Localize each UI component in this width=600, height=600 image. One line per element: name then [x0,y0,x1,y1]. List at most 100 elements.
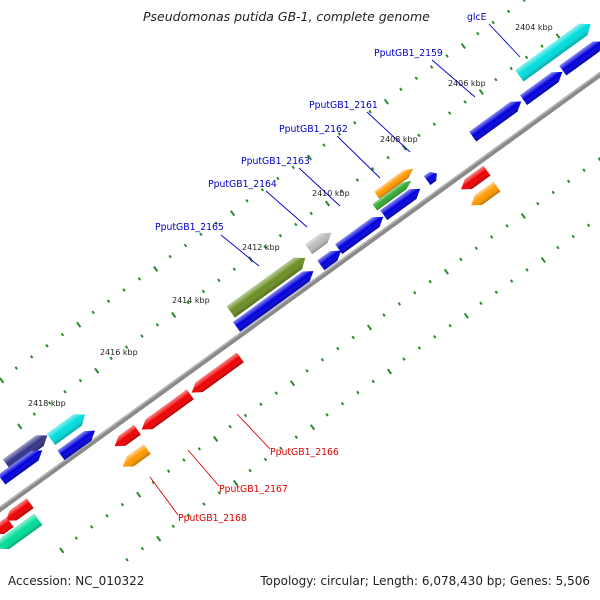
scale-dot [166,469,171,473]
scale-dot [217,491,222,495]
scale-dot [171,311,177,318]
gene-arrow [2,435,48,470]
scale-dot [74,536,78,540]
scale-dot [89,525,94,529]
scale-dot [525,268,529,272]
scale-dot [555,33,561,40]
scale-dot [232,267,236,271]
gene-arrow [57,430,96,461]
genome-summary-text: Topology: circular; Length: 6,078,430 bp… [260,574,590,588]
scale-dot [263,457,268,462]
scale-dot [459,257,463,262]
scale-dot [45,343,49,348]
scale-dot [305,369,309,373]
gene-label-reverse: PputGB1_2168 [178,513,247,524]
scale-dot [337,132,342,136]
gene-label-forward: PputGB1_2165 [155,222,224,233]
gene-arrow [469,101,522,142]
scale-dot [60,332,65,337]
gene-arrow [335,216,384,254]
scale-dot [17,423,23,430]
scale-dot [105,513,109,518]
scale-dot [353,121,357,125]
label-leader-line [236,413,271,450]
gene-arrow [226,257,306,318]
scale-dot [320,357,325,362]
gene-arrow [317,250,342,271]
scale-dot [248,468,252,473]
label-leader-line [336,135,381,179]
scale-dot [197,447,202,451]
scale-dot [228,424,232,429]
scale-dot [522,0,526,2]
label-leader-line [488,23,521,58]
scale-dot [447,111,452,115]
scale-dot [571,234,575,239]
gene-label-reverse: PputGB1_2166 [270,447,339,458]
scale-dot-tracks [0,0,600,562]
tick-label: 2412 kbp [242,243,280,252]
scale-dot [109,356,113,361]
gene-arrow [114,424,141,447]
scale-dot [136,491,142,498]
gene-arrow [191,352,244,393]
scale-dot [274,391,278,395]
scale-dot [417,133,421,138]
scale-dot [259,402,263,407]
gene-arrow [122,444,151,467]
gene-arrow [423,171,437,185]
scale-dot [124,345,129,349]
tick-label: 2414 kbp [172,296,210,305]
scale-dot [432,122,436,127]
scale-dot [47,401,52,405]
scale-dot [399,87,403,92]
gene-arrow [305,232,332,255]
scale-dot [32,412,36,416]
scale-dot [479,301,483,306]
scale-dot [476,31,480,36]
tick-label: 2406 kbp [448,79,486,88]
scale-dot [202,502,206,506]
label-leader-line [298,167,341,207]
scale-dot [29,355,34,359]
scale-dot [582,168,586,172]
label-leader-line [366,111,411,153]
scale-dot [386,368,393,375]
scale-dot [324,200,331,207]
genome-backbone-highlight [0,71,600,509]
scale-dot [383,98,389,105]
gene-arrow [5,498,34,521]
scale-dot [382,313,386,317]
scale-dot [91,310,95,315]
scale-dot [171,524,175,529]
scale-dot [371,167,375,171]
scale-dot [340,189,344,193]
scale-dot [156,535,162,542]
gene-arrow [233,271,314,332]
scale-dot [245,199,249,203]
scale-dot [213,435,219,442]
scale-dot [0,377,5,384]
scale-dot [279,446,283,451]
scale-dot [509,279,514,283]
gene-arrow [141,389,194,430]
scale-dot [201,289,206,294]
scale-dot [59,547,65,554]
tick-label: 2410 kbp [312,189,350,198]
scale-dot [586,223,591,228]
gene-arrow-glcE [515,23,591,82]
gene-label-reverse: PputGB1_2167 [219,484,288,495]
tick-label: 2408 kbp [380,135,418,144]
scale-dot [463,100,467,104]
scale-dot [78,378,83,383]
scale-dot [94,367,100,374]
scale-dot [63,389,67,394]
gene-arrow [520,71,563,105]
accession-text: Accession: NC_010322 [8,574,145,588]
scale-dot [524,55,529,60]
gene-label-forward: glcE [467,12,487,23]
scale-dot [14,366,18,370]
scale-dot [366,324,373,331]
